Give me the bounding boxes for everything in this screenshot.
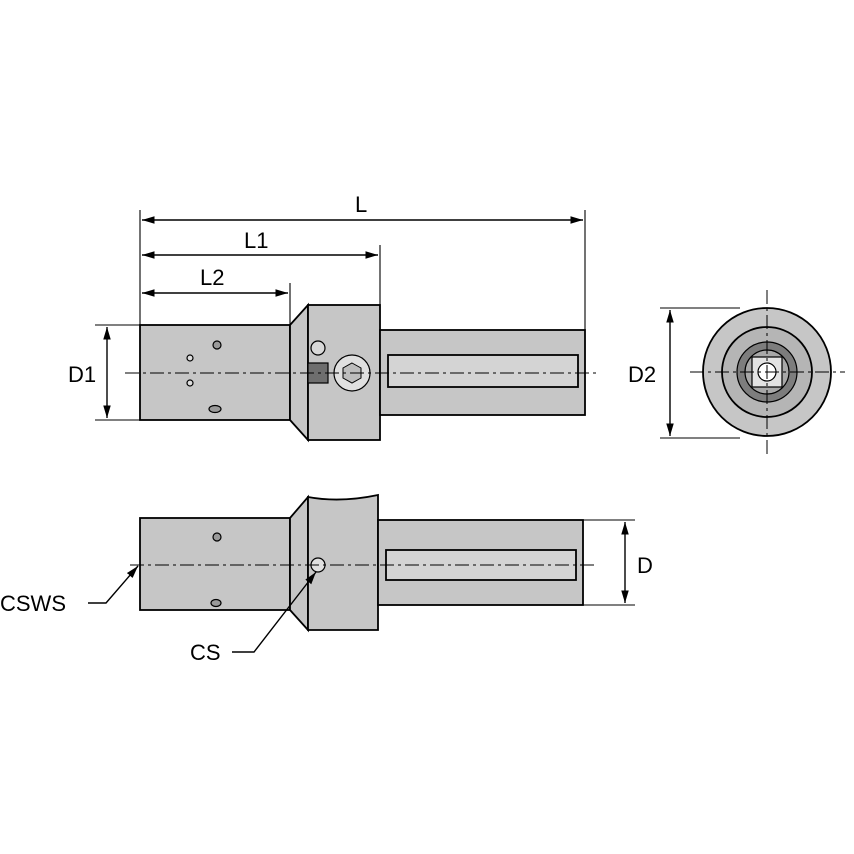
dimension-D1: D1 [68, 324, 140, 421]
shank-hole-icon [208, 404, 222, 414]
label-CSWS: CSWS [0, 591, 66, 616]
top-view [125, 302, 598, 443]
dimension-L: L [139, 192, 586, 330]
dimension-D2: D2 [628, 307, 740, 439]
shank-hole-icon [212, 532, 222, 542]
shank-hole-icon [212, 340, 222, 350]
side-shank [139, 517, 291, 611]
end-view [690, 290, 845, 458]
label-D1: D1 [68, 362, 96, 387]
top-small-screw-icon [310, 340, 326, 356]
shank-hole-icon [186, 354, 194, 362]
leader-CS: CS [190, 571, 317, 665]
dimension-L1: L1 [142, 228, 381, 305]
leader-CSWS: CSWS [0, 565, 139, 616]
label-CS: CS [190, 640, 221, 665]
top-shank [139, 324, 291, 421]
shank-hole-icon [210, 598, 222, 608]
side-view [130, 493, 595, 633]
shank-hole-icon [186, 379, 194, 387]
label-D: D [637, 553, 653, 578]
label-L2: L2 [200, 265, 224, 290]
top-nose-flat [387, 354, 579, 388]
label-D2: D2 [628, 362, 656, 387]
side-taper [289, 494, 309, 633]
dimension-D: D [583, 519, 653, 606]
label-L1: L1 [244, 228, 268, 253]
label-L: L [355, 192, 367, 217]
dimension-L2: L2 [142, 265, 291, 325]
